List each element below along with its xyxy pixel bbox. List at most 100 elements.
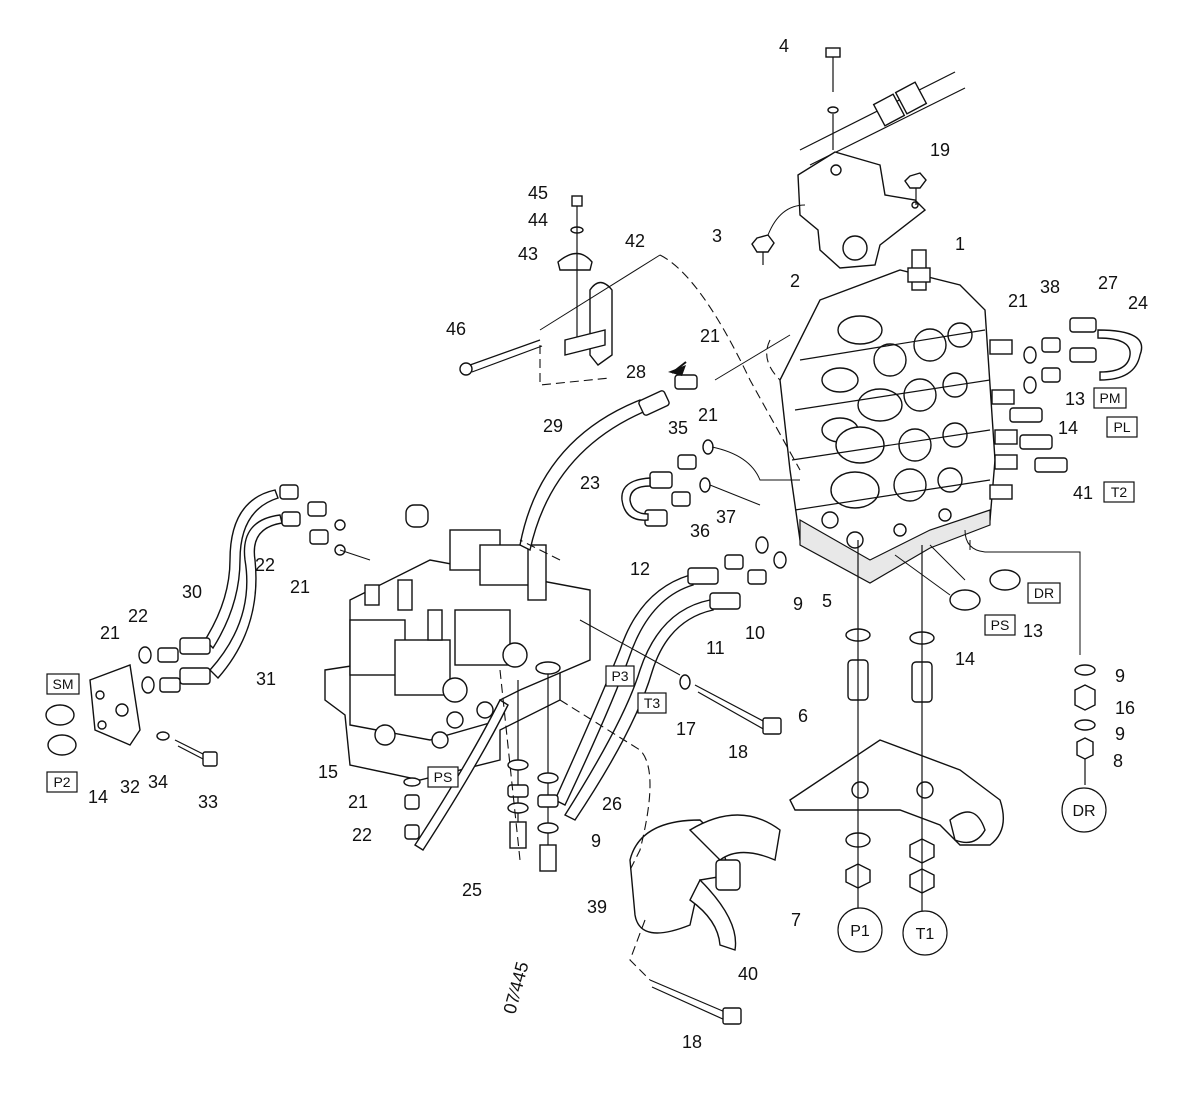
part-label-14: 14 — [88, 787, 108, 807]
part-label-2: 2 — [790, 271, 800, 291]
part-label-11: 11 — [706, 638, 725, 658]
part-label-33: 33 — [198, 792, 218, 812]
part-label-36: 36 — [690, 521, 710, 541]
port-box-frame — [605, 665, 635, 687]
port-box-frame — [1027, 582, 1061, 604]
part-label-32: 32 — [120, 777, 140, 797]
part-label-1: 1 — [955, 234, 965, 254]
port-circle-dr: DR — [1061, 787, 1107, 833]
part-label-42: 42 — [625, 231, 645, 251]
port-box-frame — [1093, 387, 1127, 409]
port-box-frame — [1106, 416, 1138, 438]
part-label-38: 38 — [1040, 277, 1060, 297]
part-label-5: 5 — [822, 591, 832, 611]
sm-block — [45, 646, 218, 767]
part-label-15: 15 — [318, 762, 338, 782]
left-bracket — [459, 195, 661, 376]
solenoid-manifold — [324, 504, 591, 781]
part-label-17: 17 — [676, 719, 696, 739]
part-label-37: 37 — [716, 507, 736, 527]
port-circle-frame — [837, 907, 883, 953]
port-circle-labels: DR P1 T1 — [837, 787, 1107, 956]
part-label-18: 18 — [728, 742, 748, 762]
port-box-text: PS — [434, 769, 453, 785]
part-label-39: 39 — [587, 897, 607, 917]
port-box-frame — [637, 692, 667, 714]
part-label-31: 31 — [256, 669, 276, 689]
part-label-24: 24 — [1128, 293, 1148, 313]
part-label-46: 46 — [446, 319, 466, 339]
part-label-21: 21 — [698, 405, 718, 425]
part-label-3: 3 — [712, 226, 722, 246]
part-label-44: 44 — [528, 210, 548, 230]
right-fittings — [949, 317, 1143, 655]
bolt-18 — [579, 619, 782, 1025]
part-label-43: 43 — [518, 244, 538, 264]
part-label-9: 9 — [1115, 666, 1125, 686]
part-label-35: 35 — [668, 418, 688, 438]
port-circle-frame — [902, 910, 948, 956]
part-label-4: 4 — [779, 36, 789, 56]
part-label-7: 7 — [791, 910, 801, 930]
drawing-code: 07⁄445 — [500, 960, 533, 1016]
part-label-13: 13 — [1065, 389, 1085, 409]
hoses — [179, 374, 787, 851]
port-box-t2: T2 — [1103, 481, 1135, 503]
port-box-frame — [46, 673, 80, 695]
part-label-10: 10 — [745, 623, 765, 643]
port-box-pl: PL — [1106, 416, 1138, 438]
part-label-21: 21 — [348, 792, 368, 812]
port-box-frame — [984, 614, 1016, 636]
port-box-text: T2 — [1111, 484, 1128, 500]
port-box-pm: PM — [1093, 387, 1127, 409]
port-box-ps: PS — [984, 614, 1016, 636]
part-label-8: 8 — [1113, 751, 1123, 771]
port-box-dr: DR — [1027, 582, 1061, 604]
part-label-30: 30 — [182, 582, 202, 602]
main-valve-block — [779, 249, 1018, 584]
part-label-21: 21 — [290, 577, 310, 597]
port-box-text: SM — [53, 676, 74, 692]
dashed-leaders — [339, 254, 966, 981]
part-label-21: 21 — [700, 326, 720, 346]
port-circle-text: T1 — [916, 926, 935, 943]
part-label-22: 22 — [255, 555, 275, 575]
port-box-text: PL — [1113, 419, 1130, 435]
part-label-29: 29 — [543, 416, 563, 436]
port-box-text: PM — [1100, 390, 1121, 406]
port-box-text: T3 — [644, 695, 661, 711]
part-label-28: 28 — [626, 362, 646, 382]
part-label-40: 40 — [738, 964, 758, 984]
part-label-13: 13 — [1023, 621, 1043, 641]
part-label-23: 23 — [580, 473, 600, 493]
part-label-22: 22 — [352, 825, 372, 845]
part-label-34: 34 — [148, 772, 168, 792]
port-box-text: P2 — [53, 774, 70, 790]
part-label-25: 25 — [462, 880, 482, 900]
port-box-p2: P2 — [46, 771, 78, 793]
port-box-frame — [1103, 481, 1135, 503]
part-label-14: 14 — [955, 649, 975, 669]
part-label-22: 22 — [128, 606, 148, 626]
part-label-9: 9 — [591, 831, 601, 851]
port-box-text: P3 — [611, 668, 628, 684]
part-label-41: 41 — [1073, 483, 1093, 503]
u-hose-23 — [621, 439, 714, 527]
part-label-14: 14 — [1058, 418, 1078, 438]
port-box-frame — [427, 766, 459, 788]
port-circle-text: P1 — [850, 923, 870, 940]
lower-stack — [403, 661, 561, 872]
part-label-9: 9 — [1115, 724, 1125, 744]
part-label-26: 26 — [602, 794, 622, 814]
port-circle-frame — [1061, 787, 1107, 833]
part-label-18: 18 — [682, 1032, 702, 1052]
port-box-ps: PS — [427, 766, 459, 788]
port-box-text: DR — [1034, 585, 1054, 601]
part-label-21: 21 — [100, 623, 120, 643]
port-box-text: PS — [991, 617, 1010, 633]
part-label-6: 6 — [798, 706, 808, 726]
port-circle-p1: P1 — [837, 907, 883, 953]
part-label-19: 19 — [930, 140, 950, 160]
